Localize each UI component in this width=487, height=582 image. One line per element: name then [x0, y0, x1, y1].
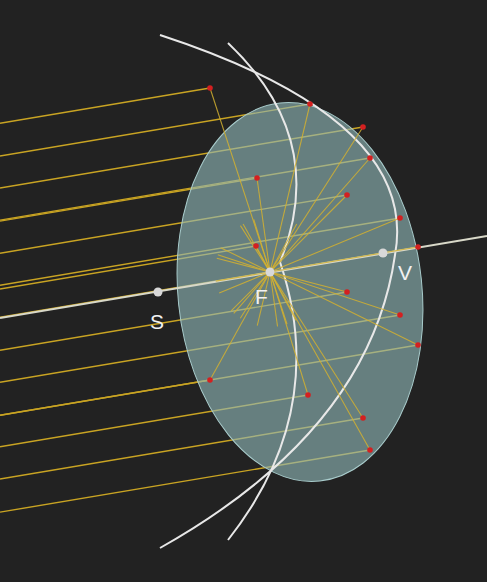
- reflected-ray: [218, 255, 400, 315]
- point-label: V: [398, 262, 412, 283]
- parabola-outer: [160, 35, 397, 548]
- ray-hit-point: [207, 377, 213, 383]
- ray-hit-point: [207, 85, 213, 91]
- ray-hit-point: [367, 155, 373, 161]
- reflected-ray: [240, 226, 363, 418]
- ray-hit-point: [253, 243, 259, 249]
- reflected-rays: [207, 85, 421, 453]
- ray-hit-point: [360, 124, 366, 130]
- ray-hit-point: [305, 392, 311, 398]
- incoming-ray: [0, 380, 210, 415]
- ray-hit-point: [415, 244, 421, 250]
- point-v: [379, 249, 388, 258]
- reflected-ray: [231, 195, 347, 311]
- reflected-ray: [234, 158, 370, 313]
- point-s: [154, 288, 163, 297]
- reflector-dish: [159, 90, 441, 493]
- ray-hit-point: [344, 192, 350, 198]
- ray-hit-point: [254, 175, 260, 181]
- parabola-inner: [228, 43, 296, 540]
- ray-hit-point: [415, 342, 421, 348]
- incoming-ray: [0, 88, 210, 123]
- reflected-ray: [254, 219, 308, 395]
- optical-axis: [0, 236, 487, 318]
- reflected-ray: [240, 127, 363, 318]
- ray-hit-point: [344, 289, 350, 295]
- ray-hit-point: [367, 447, 373, 453]
- ray-hit-point: [397, 312, 403, 318]
- point-f: [266, 268, 275, 277]
- ray-hit-point: [397, 215, 403, 221]
- ray-hit-point: [307, 101, 313, 107]
- ray-hit-point: [360, 415, 366, 421]
- reflected-ray: [221, 248, 418, 345]
- point-label: F: [255, 286, 268, 307]
- reflected-ray: [217, 258, 347, 292]
- reflected-ray: [210, 224, 297, 380]
- point-label: S: [150, 311, 164, 332]
- reflected-ray: [243, 224, 370, 450]
- reflected-ray: [256, 246, 296, 320]
